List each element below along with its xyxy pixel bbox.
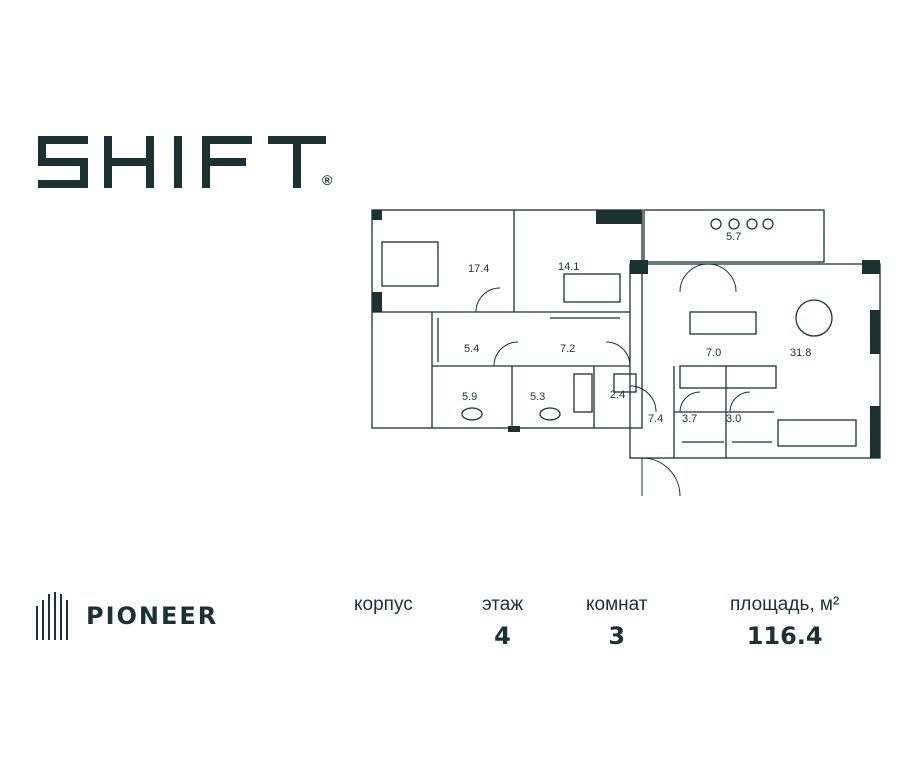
pioneer-brand: PIONEER [36, 592, 218, 640]
room-area-storage2: 3.0 [726, 413, 741, 425]
info-floor-value: 4 [494, 622, 511, 650]
info-area-label: площадь, м² [730, 594, 840, 615]
info-rooms: комнат 3 [586, 594, 648, 650]
info-floor-label: этаж [482, 594, 524, 615]
info-building: корпус [354, 594, 413, 622]
room-area-storage1: 3.7 [682, 413, 697, 425]
shift-wordmark-icon [38, 136, 326, 188]
info-rooms-value: 3 [608, 622, 626, 650]
floor-plan-drawing: 17.4 14.1 5.7 5.4 7.2 7.0 31.8 5.9 5.3 2… [371, 209, 881, 497]
room-area-bath2: 5.3 [530, 391, 545, 403]
registered-mark: ® [322, 172, 333, 188]
room-area-wc: 2.4 [610, 389, 625, 401]
room-area-living: 31.8 [790, 347, 811, 359]
room-area-kitchen: 7.0 [706, 347, 721, 359]
room-area-hall: 7.2 [560, 343, 575, 355]
room-area-bedroom2: 14.1 [558, 261, 579, 273]
room-area-bath1: 5.9 [462, 391, 477, 403]
pioneer-name: PIONEER [86, 602, 219, 630]
room-area-wardrobe: 5.4 [464, 343, 479, 355]
info-rooms-label: комнат [586, 594, 648, 615]
pioneer-bars-icon [36, 592, 68, 640]
room-area-balcony: 5.7 [726, 231, 741, 243]
room-area-entry: 7.4 [648, 413, 663, 425]
info-area-value: 116.4 [746, 622, 823, 650]
info-building-label: корпус [354, 594, 413, 615]
info-area: площадь, м² 116.4 [730, 594, 839, 650]
room-area-bedroom1: 17.4 [468, 263, 489, 275]
floor-plan: 17.4 14.1 5.7 5.4 7.2 7.0 31.8 5.9 5.3 2… [368, 206, 888, 501]
info-floor: этаж 4 [482, 594, 523, 650]
shift-logo: ® [36, 136, 346, 197]
